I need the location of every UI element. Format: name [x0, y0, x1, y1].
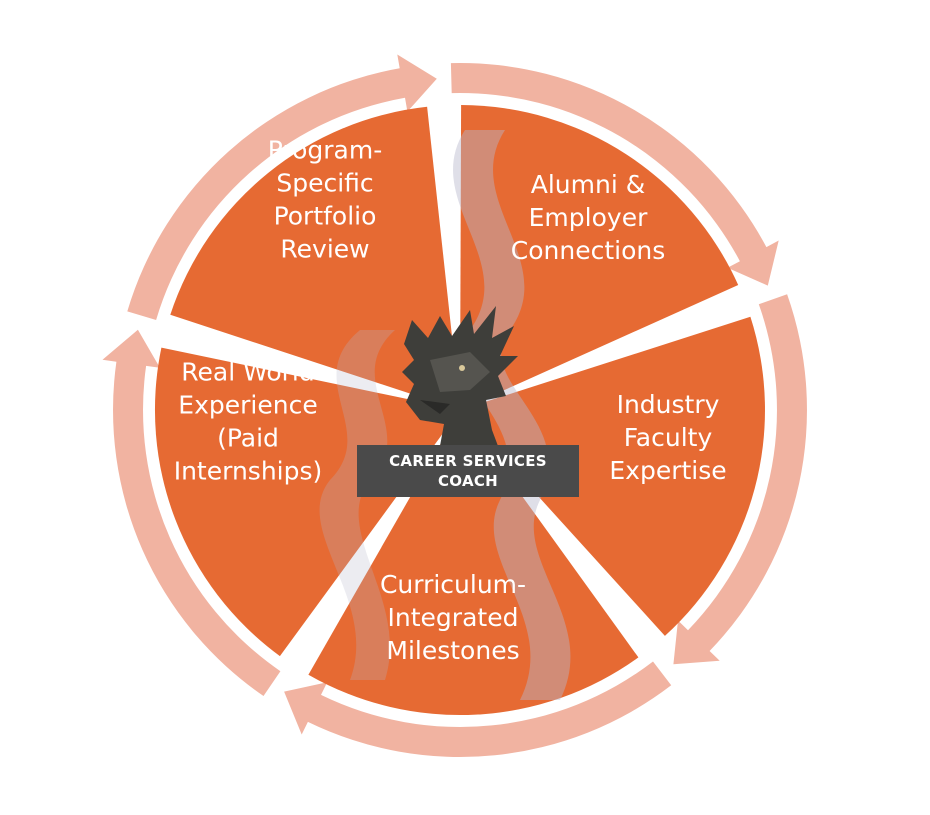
segment-label-line: Industry: [617, 390, 720, 419]
cycle-arrow-3: [673, 294, 807, 665]
flame-watermark-shape: [453, 130, 571, 700]
flame-watermark-inner: [319, 330, 395, 680]
segment-label-line: Milestones: [386, 636, 519, 665]
center-title-line1: CAREER SERVICES: [389, 452, 547, 470]
segment-label-line: Specific: [276, 169, 373, 198]
segment-label-line: Connections: [511, 236, 665, 265]
segment-label-line: Experience: [178, 391, 317, 420]
segment-label-line: Review: [280, 235, 369, 264]
cycle-arrow-1: [127, 54, 437, 320]
segment-label-line: Expertise: [609, 456, 726, 485]
segment-real-world: [154, 347, 460, 657]
cycle-arrow-5: [102, 329, 281, 696]
segment-alumni: [460, 105, 739, 410]
segment-label-line: (Paid: [217, 424, 279, 453]
segment-curriculum: [308, 410, 639, 716]
cycle-arrow-2: [450, 62, 779, 286]
cycle-arrow-4: [284, 661, 672, 757]
segment-wheel: [154, 105, 765, 716]
segment-label-line: Internships): [174, 457, 323, 486]
segment-portfolio: [170, 106, 461, 411]
segment-label-line: Faculty: [624, 423, 713, 452]
segment-label-line: Integrated: [388, 603, 519, 632]
segment-label-line: Curriculum-: [380, 570, 526, 599]
segment-label-line: Employer: [529, 203, 648, 232]
segment-label-line: Portfolio: [274, 202, 377, 231]
dragon-head-icon: [402, 306, 518, 446]
flame-watermark: [319, 130, 571, 700]
center-title-line2: COACH: [437, 472, 499, 490]
segment-industry: [460, 316, 765, 636]
segment-label-line: Alumni &: [531, 170, 645, 199]
cycle-ring: [102, 54, 807, 757]
center-coach-box: CAREER SERVICES COACH: [357, 445, 579, 497]
segment-label-line: Program-: [268, 136, 383, 165]
segment-label-line: Real World: [181, 358, 314, 387]
